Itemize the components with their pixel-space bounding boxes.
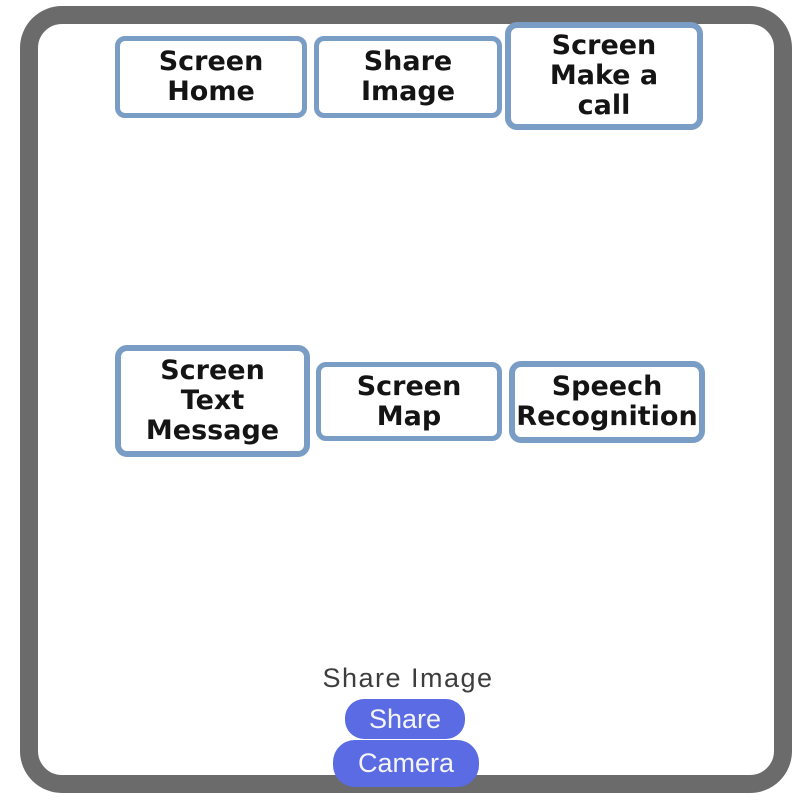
nav-button-speech-recognition[interactable]: Speech Recognition: [509, 361, 705, 443]
nav-button-screen-make-a-call[interactable]: Screen Make a call: [505, 22, 703, 130]
nav-button-screen-home[interactable]: Screen Home: [115, 36, 307, 118]
speech-recognition-label: Speech Recognition: [516, 371, 698, 432]
share-button[interactable]: Share: [345, 699, 465, 739]
nav-button-screen-map[interactable]: Screen Map: [316, 362, 502, 441]
screen-title-label: Share Image: [322, 663, 494, 693]
camera-button[interactable]: Camera: [333, 740, 479, 787]
nav-button-screen-text-message[interactable]: Screen Text Message: [115, 345, 310, 457]
nav-button-share-image[interactable]: Share Image: [314, 36, 502, 118]
